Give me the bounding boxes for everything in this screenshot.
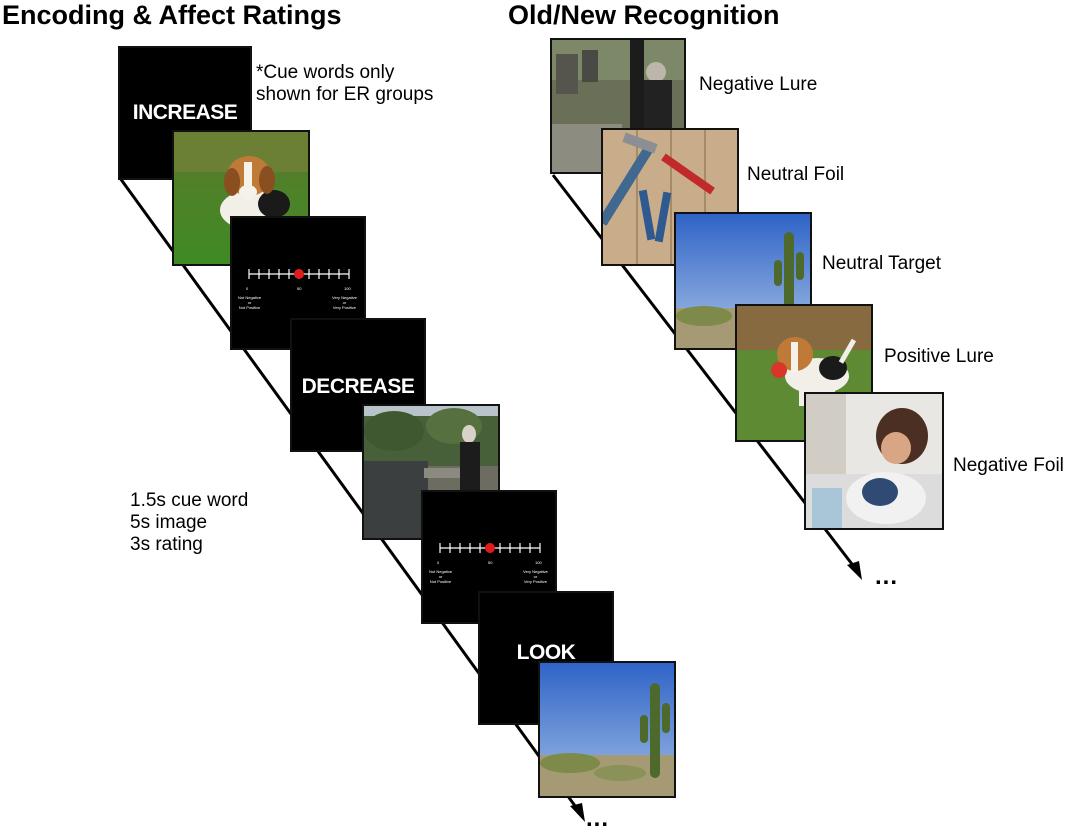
rating-scale <box>248 269 350 279</box>
label-neutral-foil: Neutral Foil <box>747 164 845 185</box>
image-cactus-desert <box>538 661 676 798</box>
image-neutral-foil <box>601 128 739 266</box>
recognition-title: Old/New Recognition <box>508 0 780 30</box>
encoding-ellipsis: ... <box>586 805 610 832</box>
encoding-title: Encoding & Affect Ratings <box>2 0 342 30</box>
cue-word: LOOK <box>516 641 576 664</box>
cue-note: *Cue words only shown for ER groups <box>256 62 434 105</box>
cue-word: INCREASE <box>132 101 238 124</box>
image-positive-lure <box>735 304 873 442</box>
rating-marker <box>294 269 304 279</box>
cue-word: DECREASE <box>301 375 415 398</box>
rating-marker <box>485 543 495 553</box>
rating-scale <box>439 543 541 553</box>
label-positive-lure: Positive Lure <box>884 346 994 367</box>
label-neutral-target: Neutral Target <box>822 253 941 274</box>
timing-note: 1.5s cue word 5s image 3s rating <box>130 490 249 555</box>
image-negative-foil <box>804 392 944 530</box>
label-negative-foil: Negative Foil <box>953 455 1064 476</box>
label-negative-lure: Negative Lure <box>699 74 818 95</box>
recognition-ellipsis: ... <box>875 563 899 590</box>
